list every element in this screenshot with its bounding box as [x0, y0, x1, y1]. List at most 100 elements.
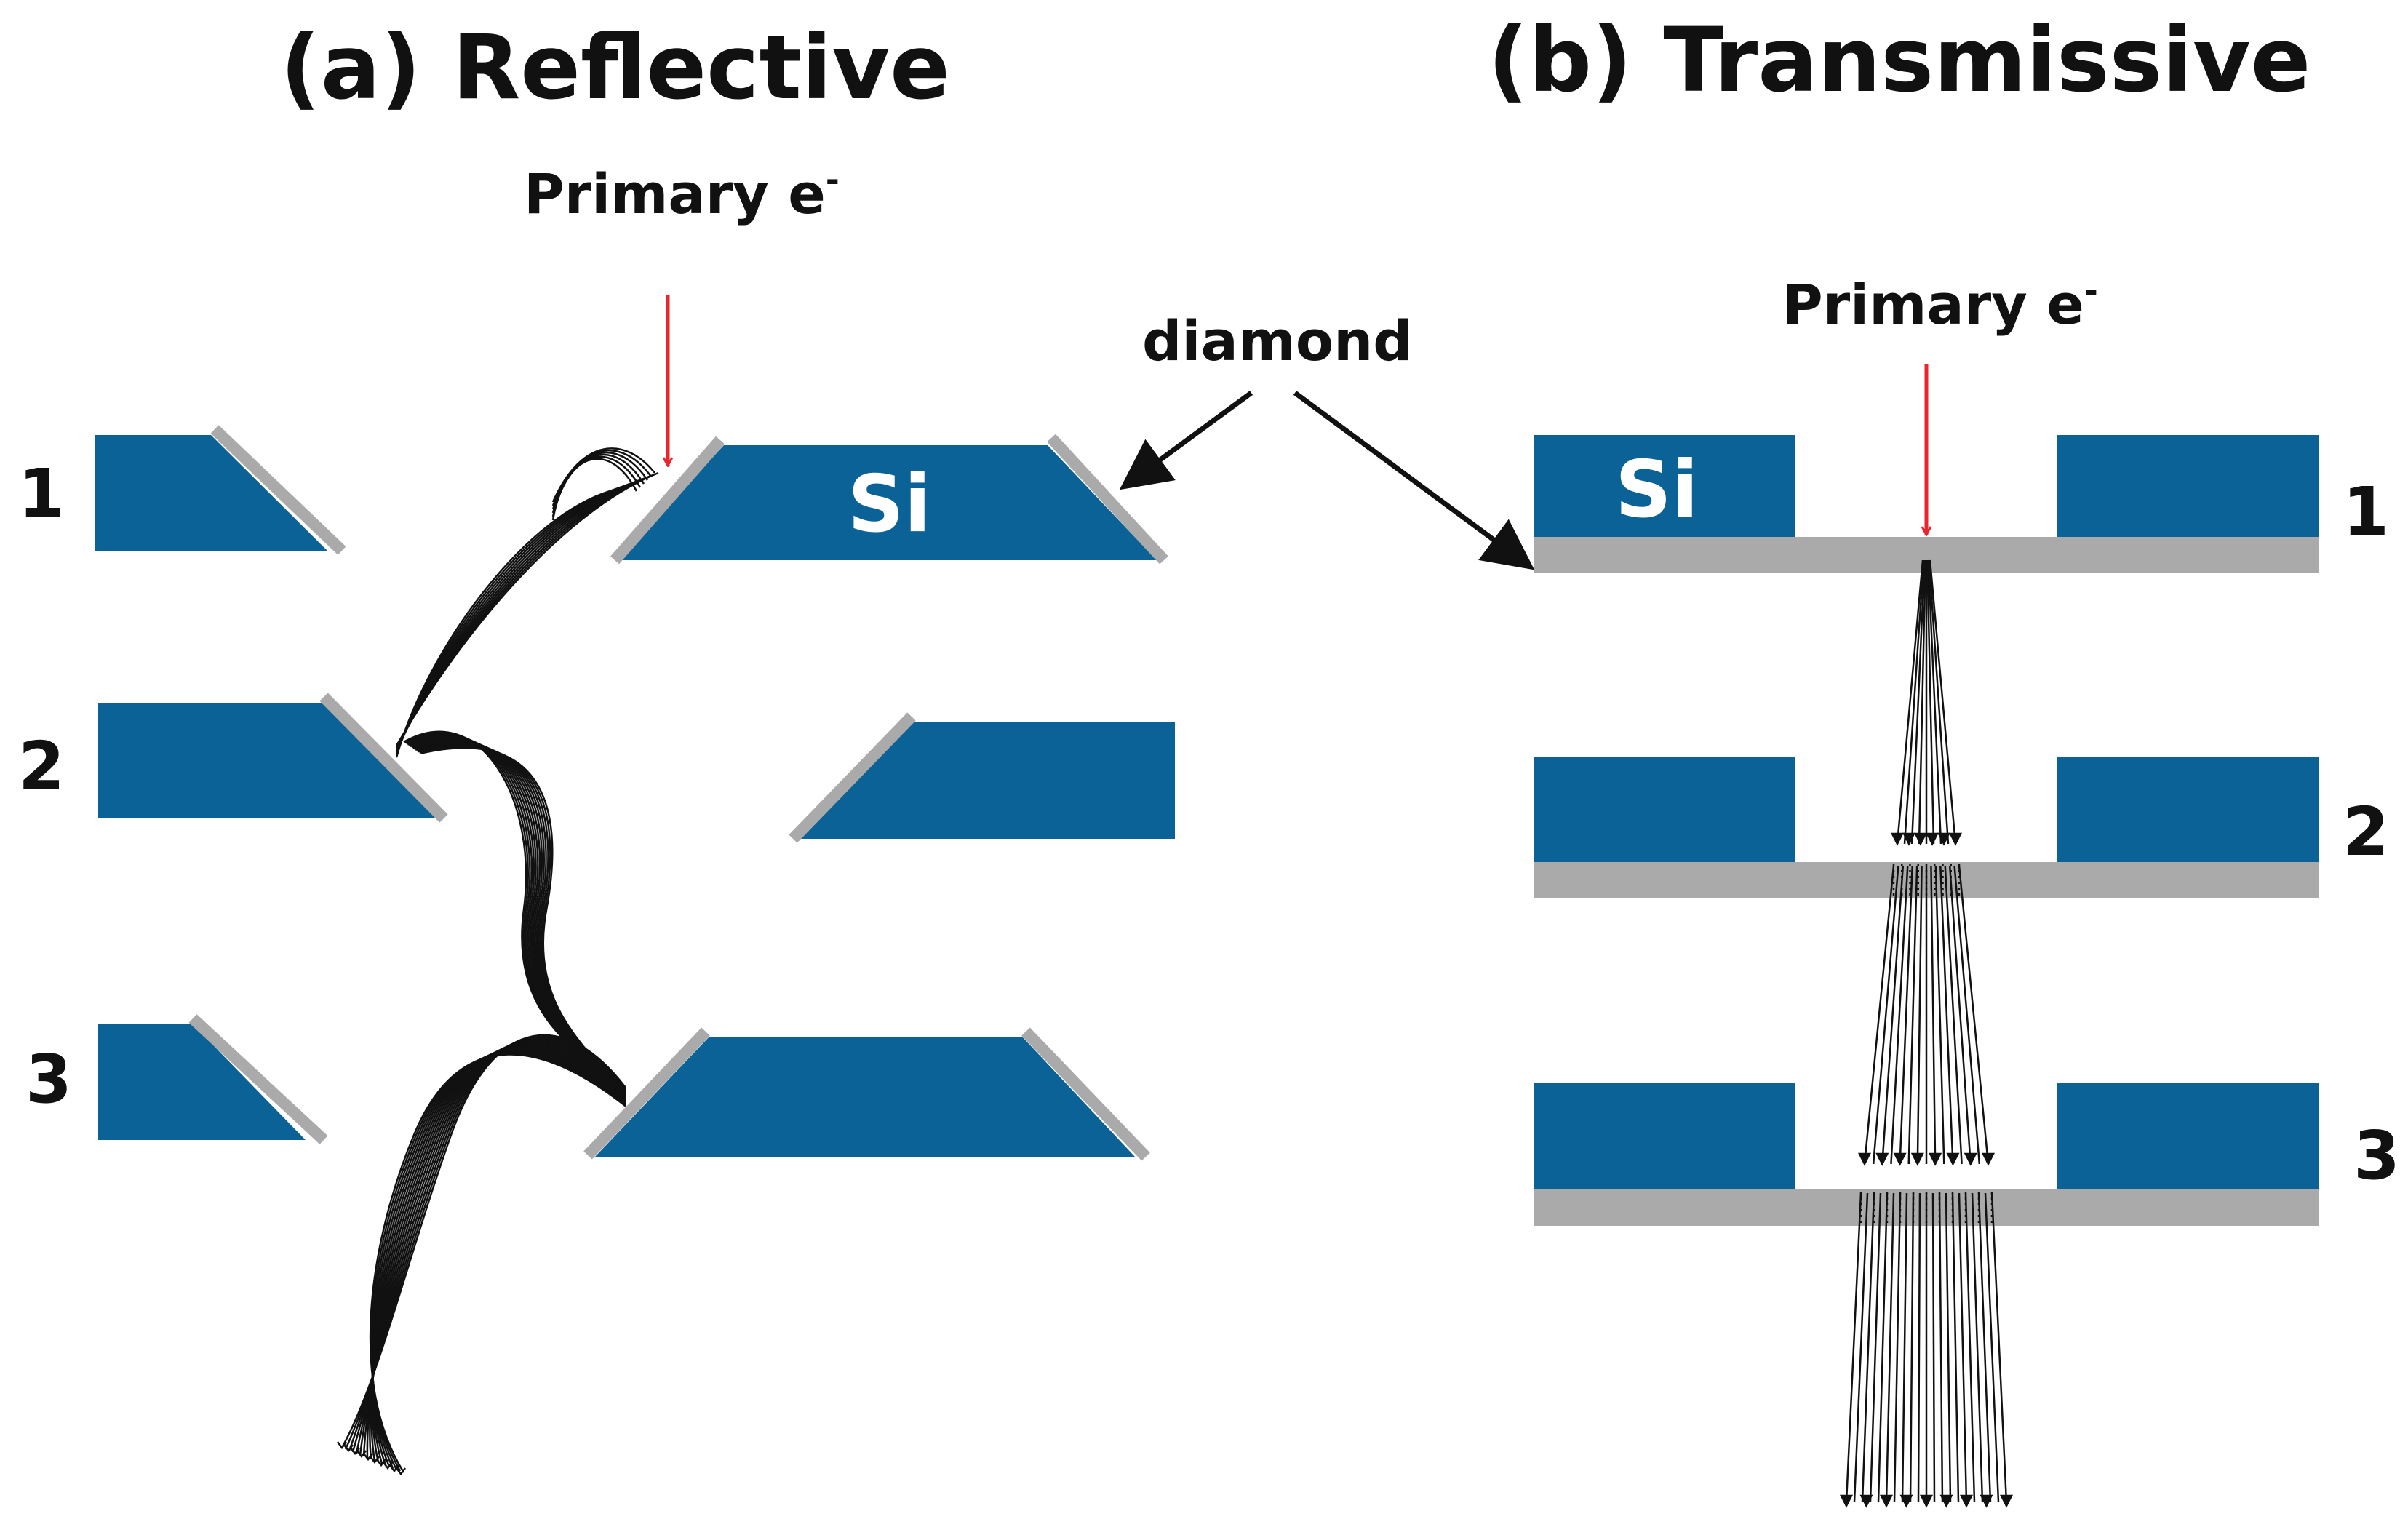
trajectory-line [1907, 865, 1918, 1165]
trajectory-line [1910, 559, 1926, 845]
trajectory-arrowhead [376, 1459, 386, 1467]
trajectory-line [1977, 1192, 1992, 1503]
trajectory-path [395, 480, 637, 753]
silicon-dynode-a2-right [800, 722, 1175, 839]
trajectory-arrowhead [356, 1450, 367, 1459]
trajectory-line [1877, 1192, 1889, 1503]
diamond-coating-a1-right-inner [610, 436, 725, 565]
trajectory-arrowhead [1919, 1494, 1934, 1508]
diamond-coating-a3-right-inner [583, 1027, 710, 1160]
silicon-dynode-b2-right [2057, 757, 2319, 862]
trajectory-line [1917, 1192, 1921, 1503]
trajectory-arrowhead [1875, 1152, 1889, 1166]
trajectory-line [1934, 865, 1945, 1165]
trajectory-arrowhead [1839, 1494, 1854, 1508]
trajectory-arrowhead [1902, 832, 1916, 846]
trajectory-line [1901, 1192, 1908, 1503]
trajectory-line [1951, 1192, 1960, 1503]
trajectory-line [1916, 865, 1923, 1165]
trajectory-line [1926, 559, 1935, 845]
electron-cascade-b [1839, 559, 2014, 1508]
silicon-dynode-a3-right [595, 1037, 1135, 1157]
panel-reflective: Primary e- 1 2 3 Si [18, 160, 1175, 1476]
trajectory-line [1890, 865, 1909, 1165]
trajectory-path [395, 487, 620, 758]
trajectory-line [1909, 1192, 1915, 1503]
trajectory-line [1944, 865, 1963, 1165]
trajectory-path [395, 475, 650, 749]
silicon-dynode-b2-left [1534, 757, 1795, 862]
trajectory-arrowhead [1937, 832, 1951, 846]
panel-b-title: (b) Transmissive [1488, 9, 2311, 112]
trajectory-arrowhead [1964, 1152, 1977, 1166]
trajectory-path [395, 477, 646, 750]
si-label-a: Si [848, 459, 931, 550]
trajectory-path [551, 458, 638, 521]
electron-trajectories-a [337, 447, 659, 1476]
trajectory-line [1964, 1192, 1976, 1503]
trajectory-arrowhead [383, 1462, 393, 1470]
trajectory-line [1899, 865, 1913, 1165]
primary-electron-label-a: Primary e- [524, 160, 840, 226]
trajectory-line [1958, 1192, 1968, 1503]
diamond-coating-a3-left [188, 1014, 328, 1144]
trajectory-line [1861, 1192, 1875, 1503]
diamond-coating-a1-left [210, 425, 346, 555]
trajectory-line [1893, 1192, 1902, 1503]
trajectory-path [344, 1035, 626, 1450]
trajectory-arrowhead [389, 1464, 399, 1473]
trajectory-path [355, 1039, 626, 1454]
stage-label-a-3: 3 [25, 1040, 72, 1118]
trajectory-line [1945, 1192, 1952, 1503]
trajectory-line [1863, 865, 1895, 1165]
diamond-coating-a3-right-outer [1021, 1027, 1150, 1161]
trajectory-line [1990, 1192, 2008, 1503]
trajectory-arrowhead [1879, 1494, 1894, 1508]
diamond-annotation: diamond [1119, 308, 1535, 570]
trajectory-arrowhead [1929, 1152, 1942, 1166]
trajectory-arrowhead [370, 1456, 380, 1464]
trajectory-line [1918, 559, 1926, 845]
trajectory-path [395, 479, 642, 751]
silicon-dynode-b3-left [1534, 1083, 1795, 1189]
trajectory-arrowhead [337, 1441, 347, 1450]
trajectory-arrowhead [1913, 832, 1928, 846]
silicon-dynode-b3-right [2057, 1083, 2319, 1189]
trajectory-path [407, 734, 626, 1093]
trajectory-arrowhead [1939, 1494, 1953, 1508]
diamond-coating-a2-left [319, 693, 448, 823]
silicon-dynode-a1-right [618, 445, 1157, 560]
diamond-coating-a2-right [789, 712, 916, 843]
trajectory-line [1903, 559, 1925, 845]
trajectory-line [1953, 865, 1981, 1165]
trajectory-arrowhead [1857, 1152, 1872, 1166]
trajectory-arrowhead [363, 1453, 373, 1462]
trajectory-line [1845, 1192, 1862, 1503]
trajectory-line [1928, 559, 1950, 845]
trajectory-arrowhead [1899, 1494, 1913, 1508]
trajectory-path [395, 482, 633, 754]
trajectory-line [1948, 865, 1972, 1165]
trajectory-arrowhead [396, 1467, 406, 1476]
stage-label-b-1: 1 [2343, 473, 2389, 551]
panel-transmissive: Primary e- Si 1 2 3 [1534, 271, 2400, 1508]
trajectory-path [395, 474, 655, 748]
trajectory-line [1896, 559, 1924, 845]
trajectory-path [395, 484, 629, 756]
trajectory-arrowhead [343, 1444, 354, 1453]
diamond-pointer-right [1293, 391, 1535, 570]
silicon-dynode-a1-left [95, 435, 327, 551]
trajectory-arrowhead [1890, 832, 1905, 846]
stage-label-b-3: 3 [2353, 1117, 2400, 1195]
trajectory-arrowhead [350, 1447, 360, 1456]
trajectory-line [1869, 1192, 1882, 1503]
silicon-dynode-a3-left [98, 1024, 306, 1140]
trajectory-line [1927, 559, 1942, 845]
trajectory-arrowhead [1948, 832, 1963, 846]
trajectory-line [1872, 865, 1899, 1165]
stage-label-b-2: 2 [2343, 793, 2389, 871]
trajectory-line [1853, 1192, 1869, 1503]
stage-label-a-1: 1 [18, 455, 65, 533]
trajectory-line [1931, 1192, 1936, 1503]
